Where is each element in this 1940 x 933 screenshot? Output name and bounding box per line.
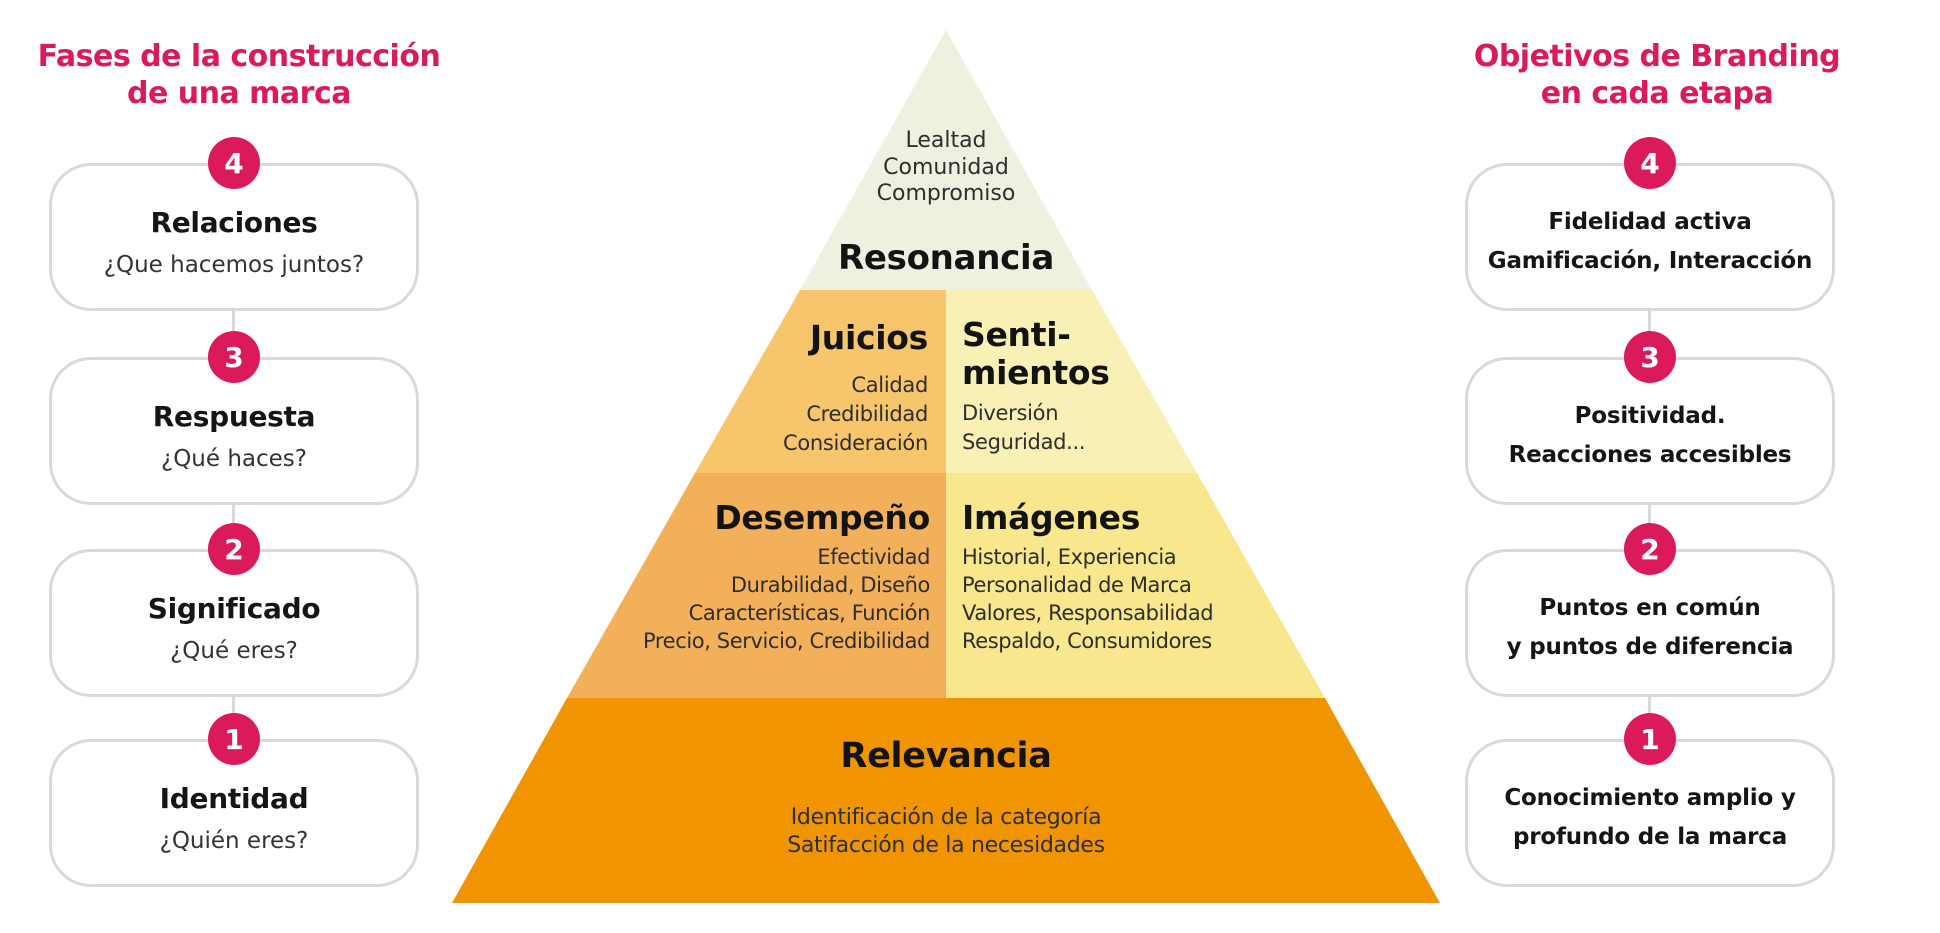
goal-box-positividad: Positividad. Reacciones accesibles: [1465, 357, 1835, 505]
pyramid-level-resonancia: [800, 30, 1092, 290]
goal-number-badge: 4: [1624, 137, 1676, 189]
right-panel-title: Objetivos de Branding en cada etapa: [1473, 39, 1841, 111]
goal-number: 3: [1640, 340, 1660, 374]
goal-number: 1: [1640, 722, 1660, 756]
juicios-items: Calidad Credibilidad Consideración: [668, 371, 928, 458]
goal-number-badge: 1: [1624, 713, 1676, 765]
list-item: Valores, Responsabilidad: [962, 601, 1214, 625]
stage-title: Identidad: [159, 782, 309, 815]
list-item: Personalidad de Marca: [962, 573, 1192, 597]
list-item: Efectividad: [817, 545, 930, 569]
sentimientos-items: Diversión Seguridad...: [962, 399, 1202, 457]
stage-number-badge: 1: [208, 713, 260, 765]
goal-number: 4: [1640, 146, 1660, 180]
stage-question: ¿Quién eres?: [159, 828, 309, 854]
list-item: Satifacción de la necesidades: [787, 833, 1105, 858]
desempeno-items: Efectividad Durabilidad, Diseño Caracter…: [560, 543, 930, 655]
list-item: Características, Función: [688, 601, 931, 625]
goal-number-badge: 2: [1624, 523, 1676, 575]
goal-line: Gamificación, Interacción: [1487, 248, 1813, 274]
stage-title: Respuesta: [152, 400, 316, 433]
pyramid-level-relevancia: [452, 698, 1440, 903]
goal-line: y puntos de diferencia: [1506, 634, 1794, 660]
stage-question: ¿Que hacemos juntos?: [103, 252, 365, 278]
pyramid-level-imagenes: [946, 473, 1325, 698]
pyramid-level-desempeno: [567, 473, 946, 698]
juicios-label: Juicios: [809, 318, 928, 357]
imagenes-label: Imágenes: [962, 498, 1141, 537]
stage-title: Significado: [147, 592, 321, 625]
stage-number-badge: 3: [208, 331, 260, 383]
list-item: Respaldo, Consumidores: [962, 629, 1212, 653]
list-item: Compromiso: [876, 181, 1016, 206]
list-item: Consideración: [783, 431, 928, 455]
list-item: Durabilidad, Diseño: [730, 573, 931, 597]
goal-line: Positividad.: [1574, 403, 1726, 429]
stage-number-badge: 2: [208, 523, 260, 575]
list-item: Identificación de la categoría: [790, 805, 1102, 830]
goal-number-badge: 3: [1624, 331, 1676, 383]
desempeno-label: Desempeño: [714, 498, 930, 537]
list-item: Diversión: [962, 401, 1059, 425]
goal-line: Fidelidad activa: [1548, 209, 1752, 235]
list-item: Seguridad...: [962, 430, 1086, 454]
imagenes-items: Historial, Experiencia Personalidad de M…: [962, 543, 1332, 655]
stage-question: ¿Qué eres?: [170, 638, 298, 664]
relevancia-items: Identificación de la categoría Satifacci…: [646, 804, 1246, 860]
pyramid-level-sentimientos: [946, 290, 1197, 473]
stage-number-badge: 4: [208, 137, 260, 189]
goal-line: profundo de la marca: [1512, 824, 1788, 850]
resonancia-items: Lealtad Comunidad Compromiso: [746, 128, 1146, 208]
stage-number: 1: [224, 722, 244, 756]
stage-number: 2: [224, 532, 244, 566]
left-panel-title: Fases de la construcción de una marca: [37, 39, 441, 111]
stage-question: ¿Qué haces?: [160, 446, 307, 472]
list-item: Lealtad: [905, 128, 987, 153]
list-item: Comunidad: [883, 154, 1009, 180]
relevancia-label: Relevancia: [840, 736, 1052, 776]
list-item: Calidad: [851, 373, 928, 397]
pyramid-level-juicios: [695, 290, 946, 473]
stage-number: 3: [224, 340, 244, 374]
sentimientos-label: Senti- mientos: [962, 315, 1110, 392]
resonancia-label: Resonancia: [838, 238, 1054, 278]
list-item: Precio, Servicio, Credibilidad: [643, 629, 930, 653]
goal-number: 2: [1640, 532, 1660, 566]
stage-box-identidad: Identidad ¿Quién eres?: [49, 739, 419, 887]
list-item: Historial, Experiencia: [962, 545, 1177, 569]
goal-line: Conocimiento amplio y: [1504, 785, 1796, 811]
list-item: Credibilidad: [806, 402, 928, 426]
goal-line: Puntos en común: [1539, 595, 1761, 621]
stage-number: 4: [224, 146, 244, 180]
goal-line: Reacciones accesibles: [1508, 442, 1792, 468]
stage-title: Relaciones: [150, 206, 318, 239]
